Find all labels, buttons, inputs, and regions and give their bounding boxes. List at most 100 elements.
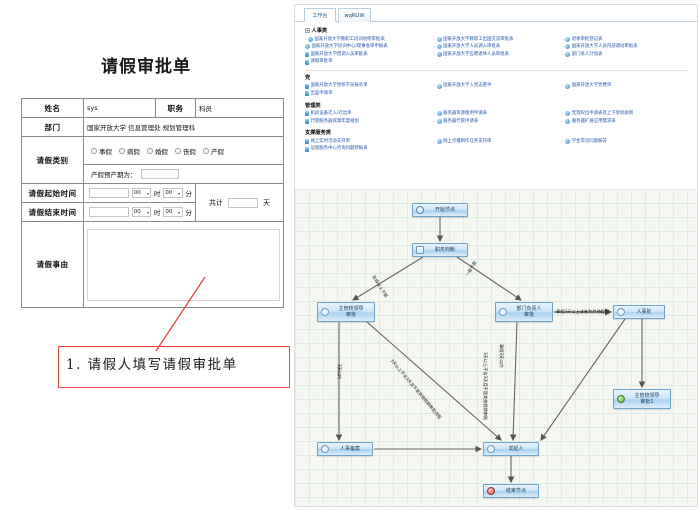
start-date-input[interactable] [89,188,129,198]
balloon-icon [305,44,310,50]
menu-item[interactable]: -国家开放大学人员内部调动审批表 [562,43,689,51]
end-minute-select[interactable]: 00 ▾ [163,207,183,217]
leave-type-radio-group[interactable]: 事假病假 婚假 丧假产假 [87,143,280,159]
menu-item[interactable]: 请假审批单 [305,58,432,66]
expand-plus-icon[interactable]: + [305,28,310,34]
radio-icon[interactable] [203,147,209,154]
menu-column: -服务器资源租用申请表- 服务器代管申请表 [434,110,563,125]
doc-icon [305,146,309,152]
reason-textarea[interactable] [87,228,280,301]
total-days-input[interactable] [228,197,258,208]
menu-item[interactable]: -部门进人计划表 [562,51,689,59]
balloon-icon [565,118,571,124]
menu-item[interactable]: -学生常见问题解答 [562,138,689,146]
menu-column: -国家开放大学教职工出国交流审批表-国家开放大学人员调入审批表-国家开放大学应聘… [434,36,563,66]
flow-node-label: 发起人 [508,446,524,452]
menu-item[interactable]: -网上点播制作任务支持单 [434,138,561,146]
radio-icon[interactable] [147,147,153,154]
dash-icon: - [562,83,564,89]
decision-icon [416,246,424,254]
leave-type-option-3[interactable]: 丧假 [175,146,196,156]
start-hour-select[interactable]: 00 ▾ [131,188,151,198]
menu-item[interactable]: -无理权位申请表及上下架机规则 [562,110,689,118]
radio-icon[interactable] [91,147,97,154]
menu-column: -国家开放大学党费单 [562,82,691,97]
menu-group-header[interactable]: +人事类 [305,27,691,34]
balloon-icon [436,111,442,117]
end-date-input[interactable] [89,207,129,217]
dash-icon: - [433,118,436,124]
dash-icon: - [433,44,436,50]
start-minute-unit: 分 [185,190,193,198]
menu-item[interactable]: 国家开放大学党校学员报名单 [305,82,432,90]
leave-type-option-4[interactable]: 产假 [203,146,224,156]
menu-item-label: 无理权位申请表及上下架机规则 [571,111,634,117]
flow-node-judge[interactable]: 职务判断 [412,243,468,257]
start-time-cell: 00 ▾ 时 00 ▾ 分 [83,183,196,203]
flow-node-leader[interactable]: 主管校领导 审批 [317,302,375,322]
menu-item[interactable]: 机房设备迁入/迁出单 [305,110,432,118]
menu-item[interactable]: -国家开放大学应聘退休人员审批表 [434,51,561,59]
menu-item[interactable]: -国家开放大学党费单 [562,82,689,90]
menu-item[interactable]: 远程服务中心咨询问题转报表 [305,145,432,153]
end-hour-select[interactable]: 00 ▾ [131,207,151,217]
chevron-down-icon: ▾ [146,190,149,196]
balloon-icon [565,36,571,42]
flow-node-end[interactable]: 结束节点 [483,484,539,498]
menu-item-label: 国家开放大学教职工培训进修审批表 [314,36,385,42]
menu-item[interactable]: 国家开放大学借调人员审批表 [305,51,432,59]
menu-item[interactable]: 出差申请单 [305,90,432,98]
menu-group-header[interactable]: 党 [305,74,691,81]
radio-icon[interactable] [119,147,125,154]
menu-item[interactable]: -服务器资源租用申请表 [434,110,561,118]
menu-item-label: 服务器代管申请表 [443,118,479,124]
workflow-canvas[interactable]: 开始节点职务判断主管校领导 审批 部门负责人 审批 人事处主管校领导 审批1 人事备案… [295,189,697,506]
menu-item-label: 服务器扩展应用需求表 [571,118,616,124]
total-days-cell: 共计 天 [195,183,284,222]
balloon-icon [436,118,442,124]
flow-node-origin[interactable]: 发起人 [483,442,539,456]
total-unit: 天 [263,198,270,207]
menu-column: -国家开放大学入党志愿书 [434,82,563,97]
balloon-icon [436,83,442,89]
duedate-cell: 产假预产期为： [83,164,284,184]
menu-item[interactable]: -退休审批登记表 [562,36,689,44]
dept-value: 国家开放大学 信息管理处 规划管理科 [83,117,284,137]
menu-item-label: 国家开放大学借调人员审批表 [310,51,368,57]
menu-item[interactable]: -国家开放大学入党志愿书 [434,82,561,90]
flow-node-start[interactable]: 开始节点 [412,203,468,217]
menu-item[interactable]: -服务器扩展应用需求表 [562,118,689,126]
menu-group: +人事类-国家开放大学教职工培训进修审批表国家开放大学培训中心/理事会单申报表国… [305,27,691,66]
flow-node-leader1[interactable]: 主管校领导 审批1 [613,389,671,409]
menu-group-header[interactable]: 支撑服务类 [305,129,691,136]
tab-workbench[interactable]: 工作台 [304,8,336,22]
menu-item[interactable]: 代管服务器资源年度规划 [305,118,432,126]
menu-item[interactable]: -国家开放大学教职工培训进修审批表 [305,36,432,44]
leave-type-option-0[interactable]: 事假 [91,146,112,156]
flow-node-hr[interactable]: 人事处 [613,305,665,319]
menu-item[interactable]: 国家开放大学培训中心/理事会单申报表 [305,43,432,51]
leave-type-option-label: 丧假 [183,147,196,156]
leave-type-option-1[interactable]: 病假 [119,146,140,156]
workflow-edges [335,217,646,484]
menu-item[interactable]: - 服务器代管申请表 [434,118,561,126]
menu-column: 机房设备迁入/迁出单代管服务器资源年度规划 [305,110,434,125]
menu-item[interactable]: -国家开放大学教职工出国交流审批表 [434,36,561,44]
start-hour-value: 00 [133,190,141,196]
menu-item[interactable]: -国家开放大学人员调入审批表 [434,43,561,51]
duedate-input[interactable] [140,169,179,179]
menu-group-header[interactable]: 管理类 [305,102,691,109]
flow-node-record[interactable]: 人事备案 [317,442,373,456]
menu-item[interactable]: 网上实时活动支持单 [305,138,432,146]
radio-icon[interactable] [175,147,181,154]
doc-icon [305,91,309,97]
dash-icon: - [562,138,564,144]
start-minute-select[interactable]: 00 ▾ [163,188,183,198]
leave-type-option-label: 婚假 [155,147,168,156]
task-icon [321,308,329,316]
flow-node-deptmg[interactable]: 部门负责人 审批 [495,302,553,322]
tab-secondary[interactable]: wqRLIW [338,8,371,22]
leave-type-option-2[interactable]: 婚假 [147,146,168,156]
end-icon [487,487,495,495]
